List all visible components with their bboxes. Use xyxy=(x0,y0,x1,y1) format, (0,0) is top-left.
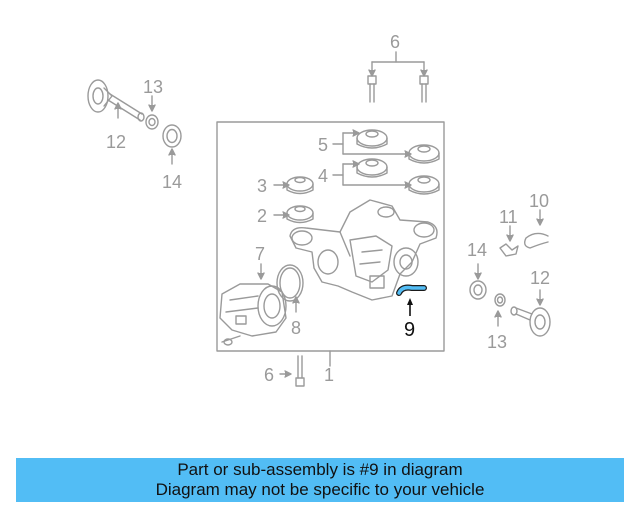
axle-flange-right xyxy=(510,289,551,337)
callout-8: 8 xyxy=(291,318,301,338)
seal-14-left xyxy=(162,124,182,165)
callout-4: 4 xyxy=(318,166,328,186)
callout-3: 3 xyxy=(257,176,267,196)
callout-13-right: 13 xyxy=(487,332,507,352)
callout-14-right: 14 xyxy=(467,240,487,260)
callout-10: 10 xyxy=(529,191,549,211)
callout-12-right: 12 xyxy=(530,268,550,288)
callout-13-left: 13 xyxy=(143,77,163,97)
callout-12-left: 12 xyxy=(106,132,126,152)
bolt-6-right xyxy=(419,75,429,103)
banner-line-2: Diagram may not be specific to your vehi… xyxy=(155,480,485,499)
highlighted-part-9 xyxy=(396,284,427,316)
banner-line-1: Part or sub-assembly is #9 in diagram xyxy=(177,460,463,479)
mount-2 xyxy=(286,205,314,224)
seal-14-right xyxy=(469,263,487,300)
bracket-5 xyxy=(332,129,412,158)
bracket-11 xyxy=(499,225,519,257)
differential-housing xyxy=(289,199,438,301)
mount-4-a xyxy=(356,158,388,178)
washer-13-right xyxy=(494,293,506,327)
axle-flange-left xyxy=(87,79,145,122)
arrow-2 xyxy=(273,211,290,219)
arrow-7 xyxy=(257,263,265,280)
callout-14-left: 14 xyxy=(162,172,182,192)
mount-5-a xyxy=(356,129,388,149)
mount-4-b xyxy=(408,175,440,195)
callout-6-bottom: 6 xyxy=(264,365,274,385)
differential-cover xyxy=(219,283,287,346)
clip-10 xyxy=(523,209,549,249)
bracket-4 xyxy=(332,160,412,189)
callout-5: 5 xyxy=(318,135,328,155)
parts-diagram: 6 5 4 3 2 7 8 9 6 1 13 12 14 10 11 14 12… xyxy=(87,32,551,387)
callout-11: 11 xyxy=(499,207,518,227)
washer-13-left xyxy=(145,95,159,130)
bolt-6-bottom xyxy=(279,355,305,387)
callout-7: 7 xyxy=(255,244,265,264)
mount-3 xyxy=(286,176,314,195)
bolt-6-left xyxy=(367,75,377,103)
callout-2: 2 xyxy=(257,206,267,226)
callout-1: 1 xyxy=(324,365,334,385)
callout-9: 9 xyxy=(404,319,415,341)
bracket-6-top xyxy=(368,51,428,77)
callout-6-top: 6 xyxy=(390,32,400,52)
gasket-8 xyxy=(276,264,304,313)
arrow-3 xyxy=(273,181,290,189)
mount-5-b xyxy=(408,144,440,164)
info-banner: Part or sub-assembly is #9 in diagram Di… xyxy=(16,458,624,502)
